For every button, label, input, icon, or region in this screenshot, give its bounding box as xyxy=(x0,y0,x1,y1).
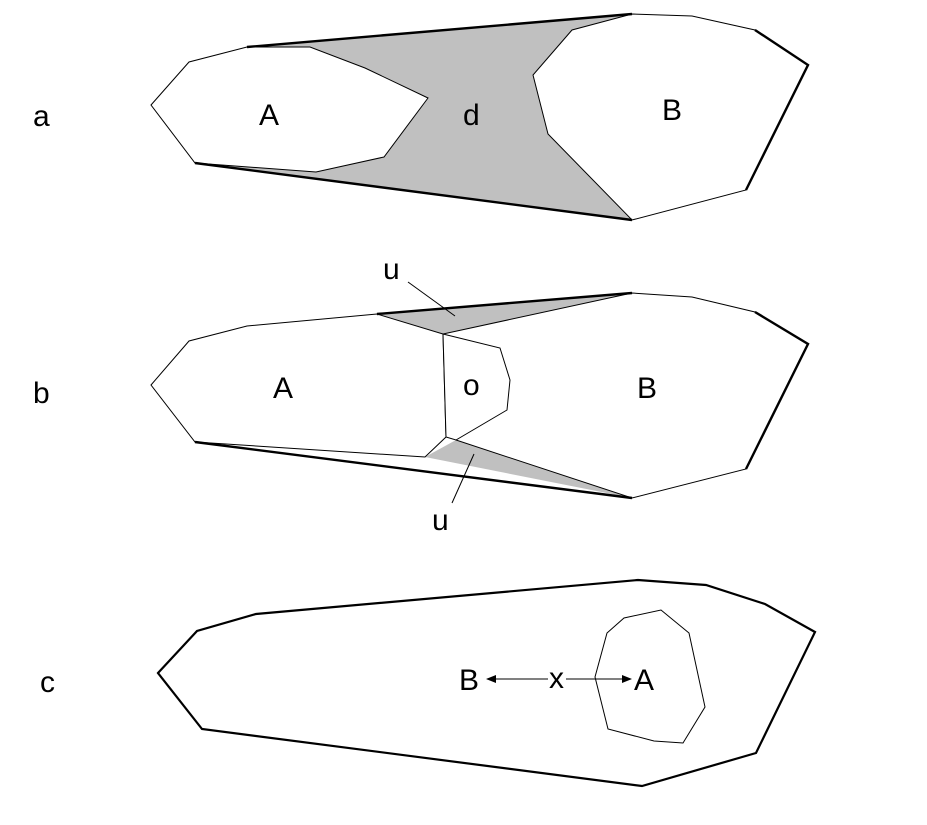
polygon-a xyxy=(150,46,429,173)
point-label-b: B xyxy=(459,664,479,697)
leader-u-top xyxy=(407,281,456,317)
panel-label-a: a xyxy=(33,100,50,133)
region-label-d: d xyxy=(463,99,480,132)
convex-hull-outline-top xyxy=(376,291,633,316)
region-u-bottom-shaded xyxy=(425,440,632,498)
region-label-b: B xyxy=(637,372,657,405)
polygon-a xyxy=(150,313,447,458)
polygon-b-outer xyxy=(156,578,817,788)
panel-b: b A B o u u xyxy=(33,253,810,537)
polygon-a-inner xyxy=(594,609,706,744)
panel-a: a A B d xyxy=(33,12,810,222)
convex-hull-outline-right xyxy=(744,310,810,470)
region-d-shaded xyxy=(195,14,632,220)
panel-label-c: c xyxy=(40,666,55,699)
convex-hull-outline-right xyxy=(744,28,810,191)
region-label-u-top: u xyxy=(383,253,400,286)
point-label-a: A xyxy=(634,664,654,697)
leader-u-bottom xyxy=(451,453,475,504)
convex-hull-outline xyxy=(246,12,633,49)
region-u-top-shaded xyxy=(377,293,632,334)
region-label-a: A xyxy=(273,372,293,405)
region-o-overlap xyxy=(442,333,511,441)
region-label-b: B xyxy=(662,94,682,127)
region-label-u-bottom: u xyxy=(432,504,449,537)
panel-c: c B A x xyxy=(40,578,817,788)
convex-hull-outline-bottom xyxy=(194,161,633,222)
region-label-a: A xyxy=(259,99,279,132)
polygon-b xyxy=(532,13,809,221)
distance-label-x: x xyxy=(549,662,564,695)
convex-hull-outline-bottom xyxy=(194,440,633,500)
panel-label-b: b xyxy=(33,377,50,410)
region-label-o: o xyxy=(463,369,480,402)
